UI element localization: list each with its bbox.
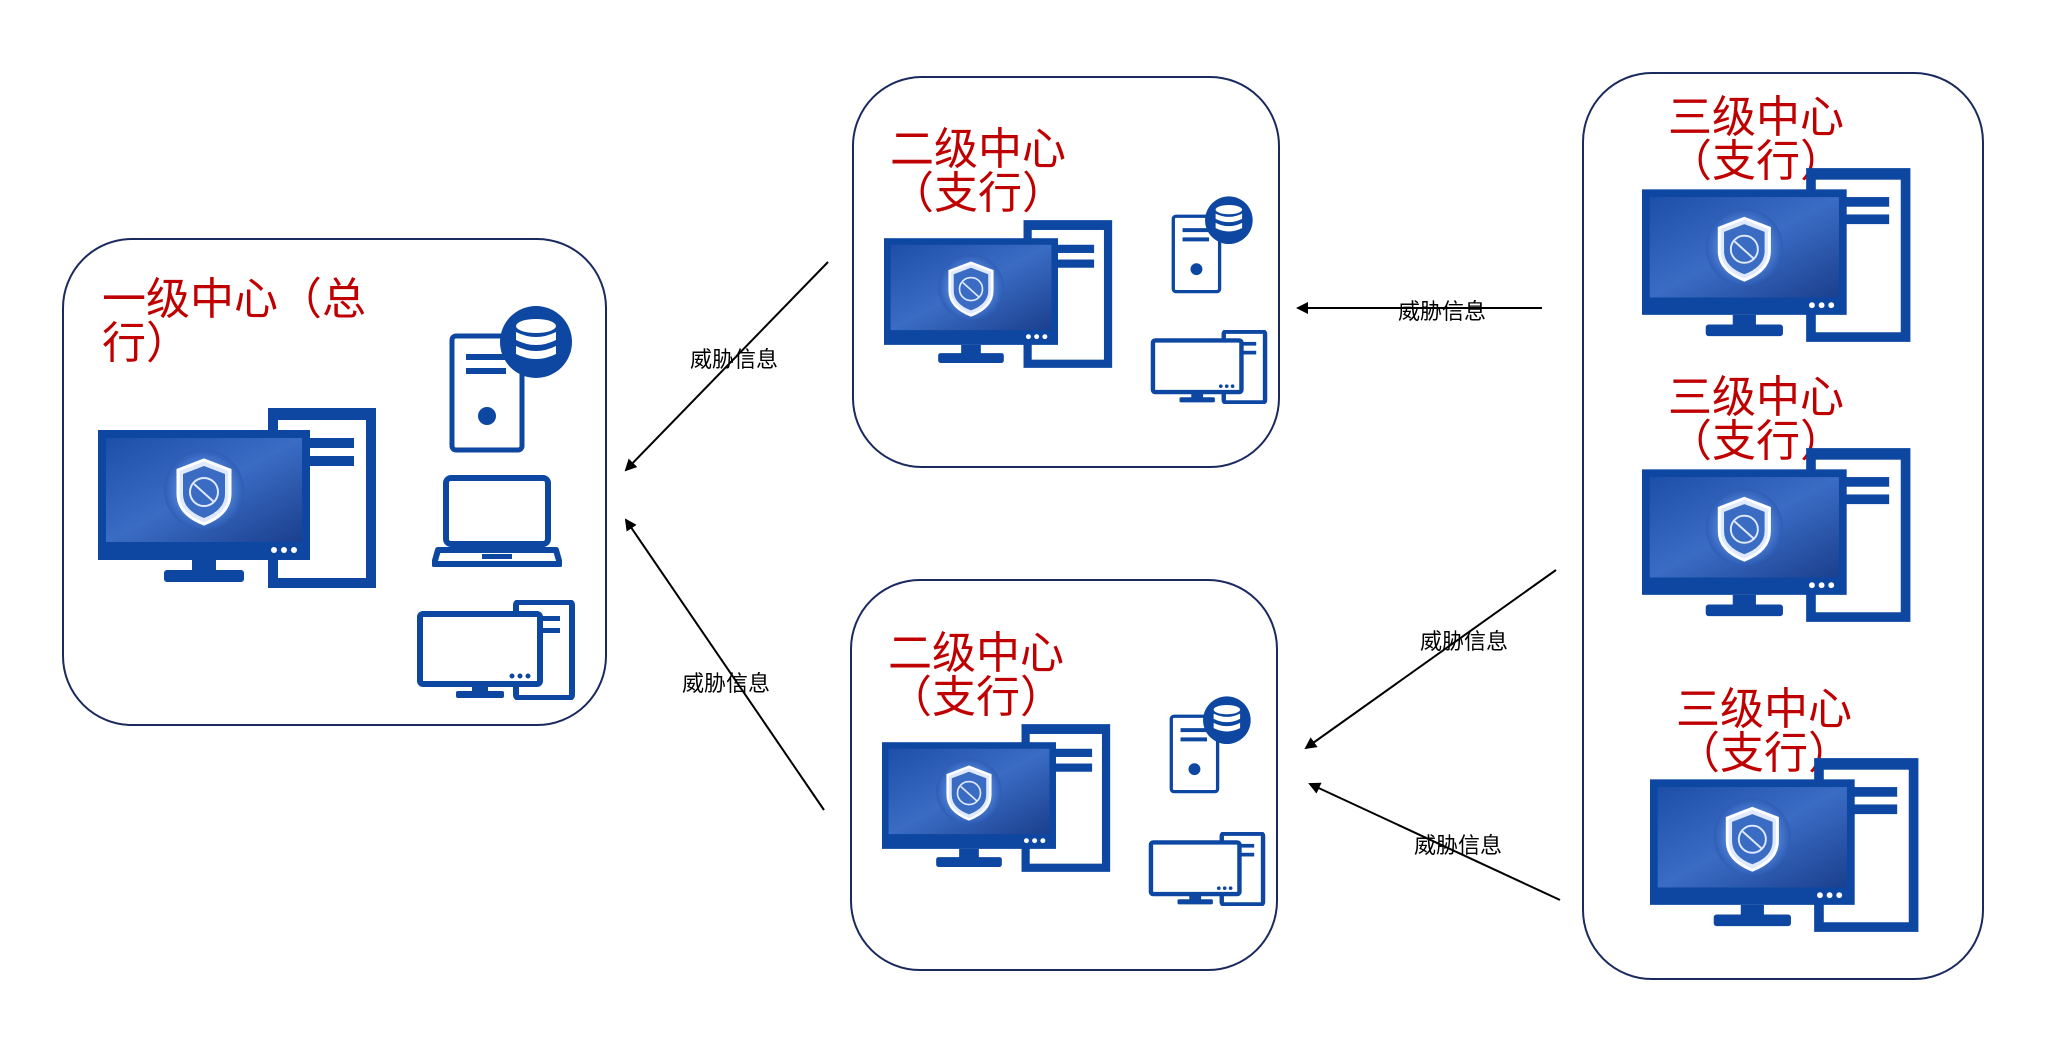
level3-c-title: 三级中心（支行） <box>1676 684 1852 779</box>
level1-title: 一级中心（总行） <box>102 274 366 369</box>
edge-label-l3c-to-l2bottom: 威胁信息 <box>1414 834 1503 859</box>
edge-label-l3-to-l2top: 威胁信息 <box>1398 300 1487 325</box>
edge-l2top-to-l1 <box>624 261 829 472</box>
edge-l3c-to-l2bottom <box>1308 782 1561 901</box>
level2-bottom-title: 二级中心（支行） <box>888 628 1064 723</box>
level3-b-title: 三级中心（支行） <box>1668 372 1844 467</box>
edge-label-l2bottom-to-l1: 威胁信息 <box>682 672 771 697</box>
edge-label-l2top-to-l1: 威胁信息 <box>690 348 779 373</box>
edge-l2bottom-to-l1 <box>624 518 825 811</box>
level2-top-title: 二级中心（支行） <box>890 124 1066 219</box>
edge-l3b-to-l2bottom <box>1304 569 1557 750</box>
edge-label-l3b-to-l2bottom: 威胁信息 <box>1420 630 1509 655</box>
